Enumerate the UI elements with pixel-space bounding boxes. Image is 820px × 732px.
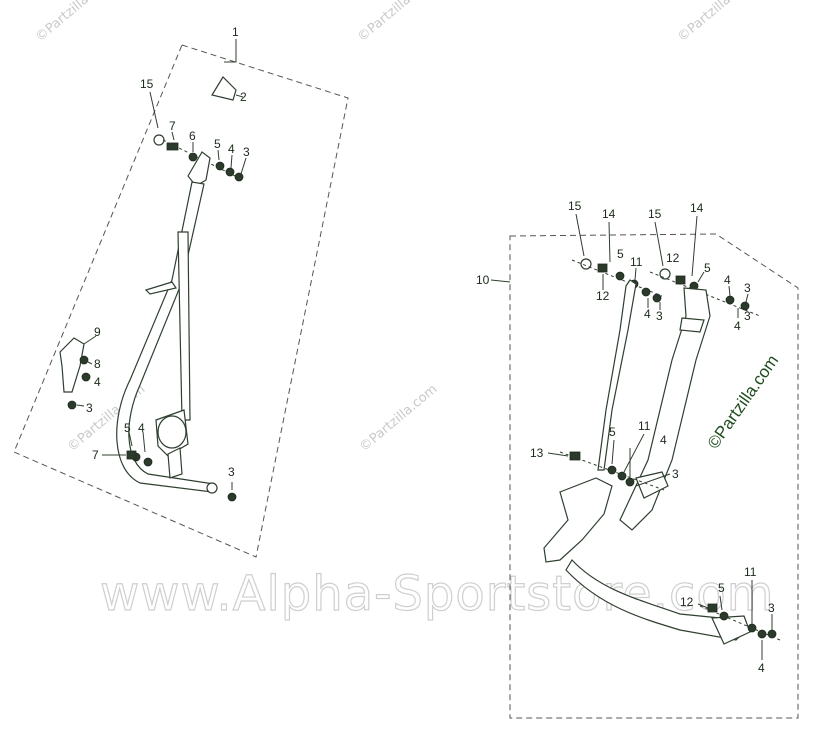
callout-15: 15	[648, 207, 662, 221]
callout-11: 11	[638, 419, 651, 433]
watermark-small: ©Partzilla.com	[675, 0, 758, 45]
buckle-9	[59, 337, 85, 393]
bolt-12	[707, 603, 718, 613]
callout-6: 6	[189, 129, 196, 143]
callout-3: 3	[744, 309, 751, 323]
washer-15	[153, 134, 165, 146]
callout-5: 5	[704, 261, 711, 275]
callout-13: 13	[530, 446, 544, 460]
callout-3: 3	[656, 309, 663, 323]
bolt-12	[597, 263, 608, 273]
lap-anchor-plate	[711, 615, 751, 645]
watermark-small: ©Partzilla.com	[357, 382, 440, 455]
right-seat-belt-assembly: 10 15 14 5 11 12 15 12 14 5 4 3 4 3 4 3 …	[476, 199, 799, 719]
webbing-guide	[144, 281, 177, 295]
washer-15	[659, 268, 671, 280]
bolt-7	[166, 142, 179, 151]
callout-4: 4	[138, 421, 145, 435]
callout-3: 3	[243, 145, 250, 159]
washer-4	[225, 167, 235, 177]
washer-5	[607, 465, 617, 475]
bolt-12	[675, 275, 686, 285]
collar-6	[188, 152, 198, 162]
nut-3	[234, 172, 244, 182]
washer-4	[725, 295, 735, 305]
washer-4	[641, 287, 651, 297]
washer-4	[625, 477, 635, 487]
callout-11: 11	[744, 565, 757, 579]
nut-3	[740, 301, 750, 311]
callout-3: 3	[228, 465, 235, 479]
nut-3	[652, 293, 662, 303]
callout-14: 14	[690, 201, 704, 215]
callout-7: 7	[92, 448, 99, 462]
bolt-13	[569, 451, 581, 461]
watermark-layer: ©Partzilla.com ©Partzilla.com ©Partzilla…	[33, 0, 783, 623]
washer-5	[615, 271, 625, 281]
callout-7: 7	[169, 119, 176, 133]
brand-watermark: ©Partzilla.com	[704, 351, 783, 452]
callout-1: 1	[232, 25, 239, 39]
buckle-assembly	[543, 477, 613, 563]
bolt-8	[79, 355, 89, 365]
bolt-7	[126, 450, 137, 460]
left-webbing-cable	[597, 279, 637, 471]
callout-5: 5	[609, 425, 616, 439]
callout-5: 5	[617, 247, 624, 261]
callout-4: 4	[660, 433, 667, 447]
callout-12: 12	[596, 289, 610, 303]
callout-11: 11	[630, 255, 643, 269]
callout-5: 5	[124, 421, 131, 435]
callout-12: 12	[680, 595, 694, 609]
watermark-small: ©Partzilla.com	[33, 0, 116, 45]
washer-4	[143, 457, 153, 467]
lap-webbing	[177, 231, 191, 421]
webbing-label	[679, 317, 705, 333]
left-seat-belt-assembly: 1 2 15 7 6 5 4 3 9 8 4 3 5 4 7 3	[13, 25, 349, 558]
callout-5: 5	[718, 581, 725, 595]
washer-5	[215, 161, 225, 171]
callout-14: 14	[602, 207, 616, 221]
callout-4: 4	[228, 142, 235, 156]
belt-cover-cap	[211, 76, 237, 101]
callout-4: 4	[644, 307, 651, 321]
nut-3	[227, 492, 237, 502]
callout-12: 12	[666, 251, 680, 265]
callout-2: 2	[240, 90, 247, 104]
callout-3: 3	[744, 281, 751, 295]
callout-10: 10	[476, 273, 490, 287]
callout-15: 15	[568, 199, 582, 213]
nut-3	[67, 400, 77, 410]
washer-15	[580, 258, 592, 270]
callout-3: 3	[86, 401, 93, 415]
callout-4: 4	[758, 661, 765, 675]
retractor-mount	[167, 447, 183, 479]
washer-4	[757, 629, 767, 639]
belt-tongue	[635, 471, 669, 499]
callout-9: 9	[94, 325, 101, 339]
callout-3: 3	[768, 601, 775, 615]
callout-4: 4	[734, 319, 741, 333]
assembly-10-boundary	[509, 233, 799, 719]
shoulder-webbing	[619, 287, 711, 531]
lower-anchor	[206, 482, 218, 494]
callout-8: 8	[94, 357, 101, 371]
washer-11	[617, 471, 627, 481]
callout-5: 5	[214, 137, 221, 151]
callout-4: 4	[94, 375, 101, 389]
callout-15: 15	[140, 77, 154, 91]
retractor-spool	[157, 415, 187, 449]
washer-4	[81, 372, 91, 382]
callout-3: 3	[672, 467, 679, 481]
assembly-1-boundary	[13, 44, 349, 558]
watermark-small: ©Partzilla.com	[355, 0, 438, 45]
callout-4: 4	[724, 273, 731, 287]
